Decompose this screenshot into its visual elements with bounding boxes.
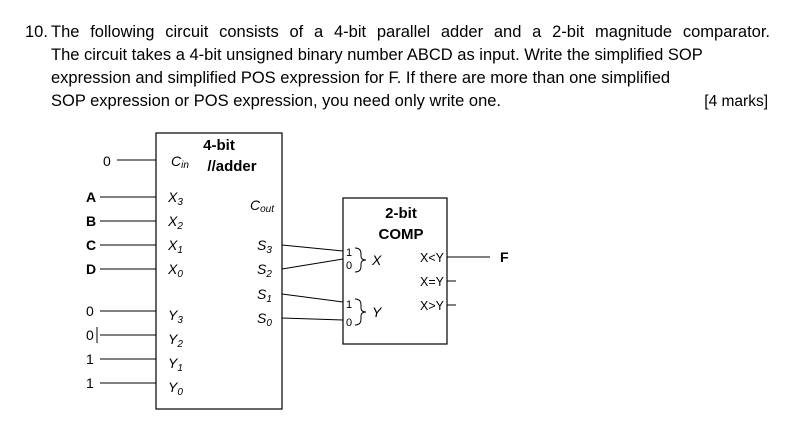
comparator-x-label: X [371, 252, 382, 268]
comparator-x-input: 1 0 X [346, 247, 382, 273]
question-line-1: 10.The following circuit consists of a 4… [25, 21, 770, 44]
out-gt-label: X>Y [420, 299, 445, 313]
adder-to-comparator-wires [281, 244, 344, 321]
output-f-label: F [500, 249, 509, 265]
x-brace-icon [354, 247, 367, 273]
input-a: A [86, 189, 96, 205]
cin-pin-label: Cin [171, 153, 189, 171]
input-d: D [86, 261, 96, 277]
y3-value: 0 [86, 303, 94, 319]
y-inputs: 0 0 1 1 [86, 303, 156, 391]
cout-pin-label: Cout [250, 197, 275, 215]
pin-x3: X3 [167, 189, 183, 208]
wire-s1 [281, 293, 344, 303]
adder-box [155, 132, 283, 410]
adder-y-pins: Y3 Y2 Y1 Y0 [168, 307, 183, 398]
comparator-y-input: 1 0 Y [346, 298, 383, 329]
question-line-4: SOP expression or POS expression, you ne… [51, 92, 502, 110]
pin-x2: X2 [167, 213, 183, 232]
comparator-outputs: X<Y X=Y X>Y [420, 251, 490, 313]
pin-x0: X0 [167, 261, 183, 280]
wire-s0 [281, 317, 344, 321]
pin-y3: Y3 [168, 307, 183, 326]
cin-value: 0 [103, 153, 111, 169]
question-number: 10. [25, 23, 48, 41]
y-bit-high: 1 [346, 299, 352, 311]
adder-title-line1: 4-bit [203, 137, 235, 154]
y2-value: 0 [86, 327, 94, 343]
y-bit-low: 0 [346, 317, 352, 329]
out-eq-label: X=Y [420, 275, 445, 289]
y1-value: 1 [86, 351, 94, 367]
question-line-2: The circuit takes a 4-bit unsigned binar… [51, 46, 703, 64]
adder-s-pins: S3 S2 S1 S0 [257, 237, 272, 329]
wire-s3 [281, 244, 344, 252]
question-line-3: expression and simplified POS expression… [51, 69, 671, 87]
pin-y0: Y0 [168, 379, 183, 398]
pin-s0: S0 [257, 310, 272, 329]
question-text: 10.The following circuit consists of a 4… [25, 21, 770, 113]
comparator-title-line2: COMP [379, 226, 424, 243]
pin-y1: Y1 [168, 355, 183, 374]
y0-value: 1 [86, 375, 94, 391]
pin-x1: X1 [167, 237, 183, 256]
x-bit-high: 1 [346, 247, 352, 259]
input-b: B [86, 213, 96, 229]
wire-s2 [281, 258, 344, 270]
comparator-y-label: Y [372, 304, 383, 320]
abcd-inputs: A B C D [86, 189, 156, 277]
pin-s3: S3 [257, 237, 272, 256]
adder-title-line2: //adder [207, 158, 256, 175]
out-lt-label: X<Y [420, 251, 445, 265]
adder-x-pins: X3 X2 X1 X0 [167, 189, 183, 280]
comparator-box [342, 197, 448, 345]
y-brace-icon [354, 298, 367, 326]
pin-s2: S2 [257, 261, 272, 280]
pin-y2: Y2 [168, 331, 183, 350]
input-c: C [86, 237, 96, 253]
comparator-title-line1: 2-bit [385, 205, 417, 222]
marks-label: [4 marks] [704, 93, 768, 110]
pin-s1: S1 [257, 286, 272, 305]
x-bit-low: 0 [346, 260, 352, 272]
